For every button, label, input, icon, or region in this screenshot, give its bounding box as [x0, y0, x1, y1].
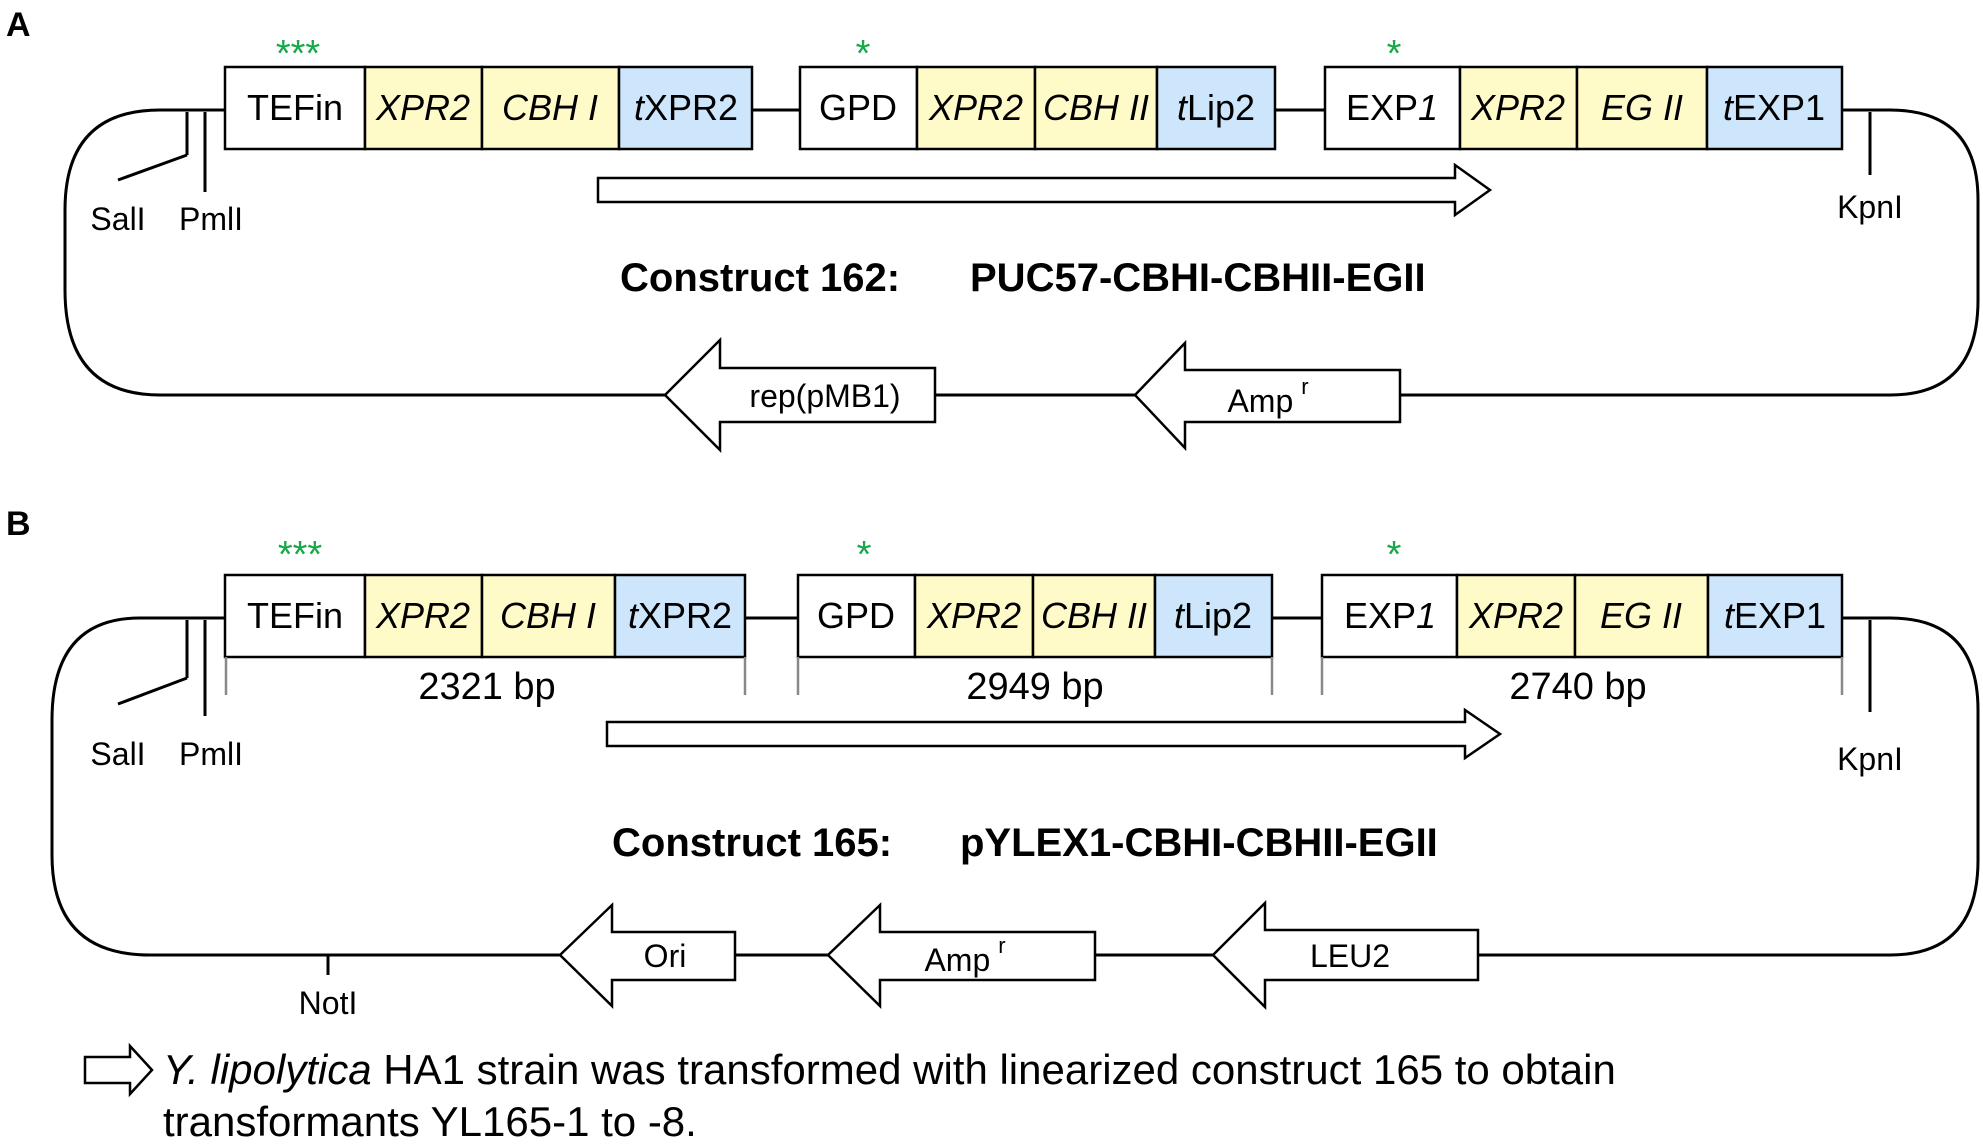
panel-b-stars-3: *: [1387, 534, 1402, 576]
panel-b-leu2-arrow: [1211, 899, 1480, 1011]
panel-b-stars-1: ***: [278, 534, 323, 576]
noti-site-label: NotI: [299, 985, 358, 1021]
panel-a-cassette-3: EXP1 XPR2 EG II tEXP1: [1323, 65, 1844, 151]
caption-arrow-icon: [83, 1042, 154, 1098]
gene-label: EG II: [1601, 87, 1683, 128]
terminator-label: tEXP1: [1724, 595, 1826, 636]
terminator-label: tEXP1: [1723, 87, 1825, 128]
pmli-site-label: PmlI: [179, 201, 243, 237]
terminator-label: tXPR2: [628, 595, 732, 636]
promoter-label: TEFin: [247, 87, 343, 128]
signal-box: [1458, 65, 1579, 151]
promoter-label: EXP1: [1344, 595, 1436, 636]
signal-box: [915, 65, 1037, 151]
gene-label: CBH II: [1041, 595, 1147, 636]
gene-label: EG II: [1600, 595, 1682, 636]
promoter-box: [223, 573, 367, 659]
panel-b-transcription-arrow: [605, 707, 1503, 761]
panel-a-label: A: [6, 6, 31, 44]
panel-a-cassette-1: TEFin XPR2 CBH I tXPR2: [223, 65, 754, 151]
signal-label: XPR2: [375, 87, 470, 128]
gene-label: CBH II: [1043, 87, 1149, 128]
panel-a-cassette-2: GPD XPR2 CBH II tLip2: [798, 65, 1277, 151]
panel-b-title-name: pYLEX1-CBHI-CBHII-EGII: [960, 821, 1438, 865]
rep-label: rep(pMB1): [749, 378, 900, 414]
panel-b-restriction-sites: SalI PmlI KpnI NotI: [90, 620, 1903, 1021]
panel-a-stars-2: *: [856, 33, 871, 75]
terminator-label: tXPR2: [634, 87, 738, 128]
panel-a-amp-arrow: [1133, 339, 1402, 452]
signal-box: [363, 65, 484, 151]
signal-label: XPR2: [928, 87, 1023, 128]
gene-label: CBH I: [500, 595, 596, 636]
gene-box: [480, 573, 617, 659]
terminator-box: [1706, 573, 1844, 659]
signal-box: [363, 573, 484, 659]
gene-box: [1031, 573, 1157, 659]
kpni-site-label: KpnI: [1837, 741, 1903, 777]
signal-label: XPR2: [375, 595, 470, 636]
panel-b-stars-2: *: [857, 534, 872, 576]
cassette-3-size: 2740 bp: [1509, 666, 1646, 708]
terminator-label: tLip2: [1177, 87, 1255, 128]
cassette-1-size: 2321 bp: [418, 666, 555, 708]
panel-a-plasmid-backbone-line: [63, 108, 1980, 397]
promoter-box: [796, 573, 917, 659]
promoter-label: TEFin: [247, 595, 343, 636]
promoter-label: GPD: [817, 595, 895, 636]
caption-line-2: transformants YL165-1 to -8.: [163, 1098, 697, 1145]
terminator-box: [1153, 573, 1274, 659]
gene-label: CBH I: [502, 87, 598, 128]
gene-box: [1573, 573, 1710, 659]
signal-label: XPR2: [1468, 595, 1563, 636]
panel-b-cassette-1: TEFin XPR2 CBH I tXPR2: [223, 573, 747, 659]
sali-site-label: SalI: [90, 201, 145, 237]
cassette-2-size: 2949 bp: [966, 666, 1103, 708]
panel-b-plasmid-backbone-line: [50, 616, 1980, 957]
terminator-box: [1155, 65, 1277, 151]
panel-b-cassette-2: GPD XPR2 CBH II tLip2: [796, 573, 1274, 659]
panel-a-restriction-sites: SalI PmlI KpnI: [90, 112, 1903, 237]
promoter-box: [223, 65, 367, 151]
terminator-box: [613, 573, 747, 659]
terminator-box: [617, 65, 754, 151]
panel-a-transcription-arrow: [596, 162, 1493, 218]
sali-site-label: SalI: [90, 736, 145, 772]
panel-a-title-name: PUC57-CBHI-CBHII-EGII: [970, 256, 1426, 300]
caption-line-1: Y. lipolytica HA1 strain was transformed…: [163, 1046, 1616, 1093]
panel-b-size-brackets: [224, 657, 1844, 695]
panel-b: B *** * * TEFin XPR2 CBH I tXPR2 GPD XPR…: [6, 505, 1980, 1021]
terminator-label: tLip2: [1174, 595, 1252, 636]
panel-a: A *** * * TEFin XPR2 CBH I tXPR2: [6, 6, 1980, 454]
panel-a-rep-arrow: [663, 336, 937, 454]
signal-label: XPR2: [1470, 87, 1565, 128]
panel-b-label: B: [6, 505, 31, 543]
promoter-label: GPD: [819, 87, 897, 128]
panel-a-title: Construct 162:: [620, 256, 900, 300]
caption: Y. lipolytica HA1 strain was transformed…: [83, 1042, 1616, 1145]
panel-b-ori-arrow: [558, 902, 737, 1009]
panel-b-amp-arrow: [826, 902, 1097, 1009]
ori-label: Ori: [644, 938, 687, 974]
promoter-label: EXP1: [1346, 87, 1438, 128]
pmli-site-label: PmlI: [179, 736, 243, 772]
signal-label: XPR2: [926, 595, 1021, 636]
panel-a-stars-3: *: [1387, 33, 1402, 75]
panel-b-title: Construct 165:: [612, 821, 892, 865]
leu2-label: LEU2: [1310, 938, 1390, 974]
kpni-site-label: KpnI: [1837, 189, 1903, 225]
terminator-box: [1705, 65, 1844, 151]
panel-b-cassette-3: EXP1 XPR2 EG II tEXP1: [1320, 573, 1844, 659]
